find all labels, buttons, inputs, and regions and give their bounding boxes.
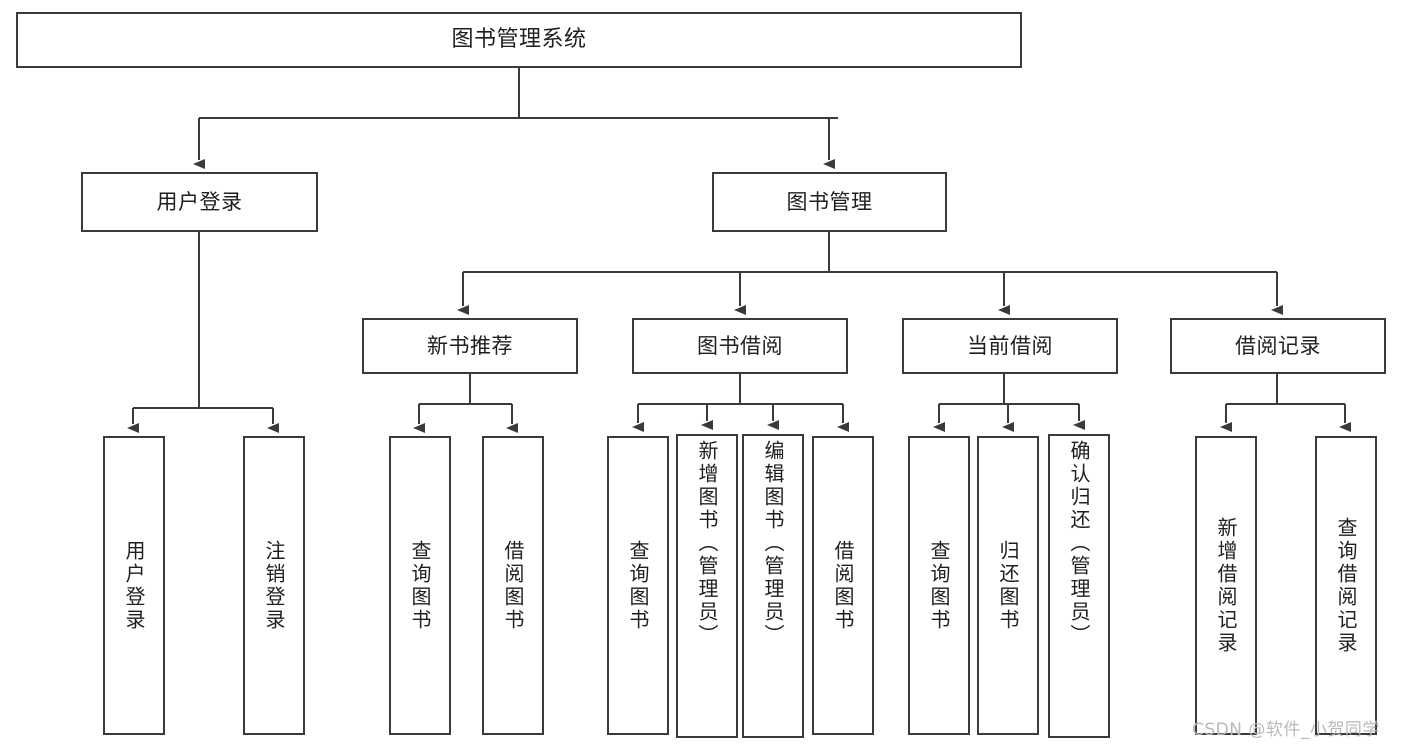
node-user-login-label: 用户登录 <box>156 189 243 214</box>
node-leaf-query-borrow-record[interactable]: 查询借阅记录 <box>1315 436 1377 735</box>
node-leaf-borrow-book-recommend-label: 借阅图书 <box>501 539 525 632</box>
node-leaf-logout[interactable]: 注销登录 <box>243 436 305 735</box>
node-leaf-add-borrow-record[interactable]: 新增借阅记录 <box>1195 436 1257 735</box>
node-book-management[interactable]: 图书管理 <box>712 172 947 232</box>
node-leaf-add-borrow-record-label: 新增借阅记录 <box>1214 516 1238 655</box>
node-leaf-return-book-label: 归还图书 <box>996 539 1020 632</box>
node-current-borrow-label: 当前借阅 <box>967 333 1053 358</box>
node-new-book-recommend[interactable]: 新书推荐 <box>362 318 578 374</box>
node-leaf-confirm-return-admin-label: 确认归还（管理员） <box>1067 440 1091 647</box>
node-current-borrow[interactable]: 当前借阅 <box>902 318 1118 374</box>
node-new-book-recommend-label: 新书推荐 <box>427 333 513 358</box>
node-leaf-edit-book-admin[interactable]: 编辑图书（管理员） <box>742 434 804 738</box>
node-root-label: 图书管理系统 <box>451 27 587 53</box>
node-leaf-user-login-label: 用户登录 <box>122 539 146 632</box>
node-leaf-query-book-current[interactable]: 查询图书 <box>908 436 970 735</box>
node-leaf-borrow-book-label: 借阅图书 <box>831 539 855 632</box>
node-book-management-label: 图书管理 <box>786 189 873 214</box>
node-borrow-records-label: 借阅记录 <box>1235 333 1321 358</box>
node-book-borrow[interactable]: 图书借阅 <box>632 318 848 374</box>
node-leaf-query-book-borrow[interactable]: 查询图书 <box>607 436 669 735</box>
node-leaf-return-book[interactable]: 归还图书 <box>977 436 1039 735</box>
node-leaf-confirm-return-admin[interactable]: 确认归还（管理员） <box>1048 434 1110 738</box>
node-leaf-query-book-current-label: 查询图书 <box>927 539 951 632</box>
node-root[interactable]: 图书管理系统 <box>16 12 1022 68</box>
node-leaf-query-borrow-record-label: 查询借阅记录 <box>1334 516 1358 655</box>
node-leaf-borrow-book-recommend[interactable]: 借阅图书 <box>482 436 544 735</box>
node-book-borrow-label: 图书借阅 <box>697 333 783 358</box>
node-leaf-add-book-admin-label: 新增图书（管理员） <box>695 440 719 647</box>
node-leaf-edit-book-admin-label: 编辑图书（管理员） <box>761 440 785 647</box>
node-leaf-query-book-recommend-label: 查询图书 <box>408 539 432 632</box>
node-user-login[interactable]: 用户登录 <box>81 172 318 232</box>
node-leaf-query-book-recommend[interactable]: 查询图书 <box>389 436 451 735</box>
node-leaf-query-book-borrow-label: 查询图书 <box>626 539 650 632</box>
node-leaf-borrow-book[interactable]: 借阅图书 <box>812 436 874 735</box>
node-leaf-logout-label: 注销登录 <box>262 539 286 632</box>
node-leaf-user-login[interactable]: 用户登录 <box>103 436 165 735</box>
node-borrow-records[interactable]: 借阅记录 <box>1170 318 1386 374</box>
watermark: CSDN @软件_小贺同学 <box>1192 720 1380 740</box>
node-leaf-add-book-admin[interactable]: 新增图书（管理员） <box>676 434 738 738</box>
